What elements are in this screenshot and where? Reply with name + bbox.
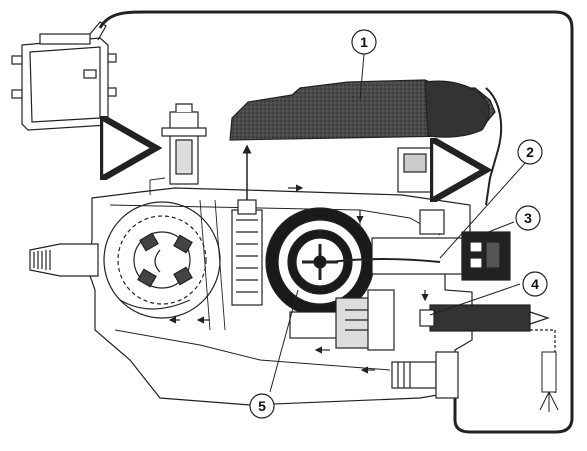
flow-arrows	[168, 184, 429, 374]
callout-3-circle	[515, 205, 541, 231]
callout-2: 2	[517, 139, 543, 165]
speed-sensor	[391, 351, 459, 399]
spray-nozzle-right	[539, 351, 559, 412]
control-valve	[289, 289, 395, 351]
wiring-harness	[98, 10, 574, 434]
callout-3-label: 3	[524, 210, 532, 226]
callout-2-circle	[517, 139, 543, 165]
callout-3: 3	[515, 205, 541, 231]
callout-5-circle	[249, 393, 275, 419]
actuator-solenoid	[229, 79, 496, 141]
callout-1-label: 1	[360, 34, 368, 50]
drive-shaft	[29, 243, 99, 277]
pump-housing	[87, 187, 473, 406]
injection-nozzle	[419, 304, 550, 332]
callout-5: 5	[249, 393, 275, 419]
callout-4: 4	[522, 271, 548, 297]
callout-1: 1	[351, 29, 377, 55]
callout-1-circle	[351, 29, 377, 55]
vane-pump	[103, 201, 221, 319]
timing-device	[231, 199, 263, 306]
control-unit	[11, 21, 117, 131]
callout-4-label: 4	[531, 276, 539, 292]
solenoid-valve-top	[397, 147, 460, 193]
callout-5-label: 5	[258, 398, 266, 414]
callout-4-circle	[522, 271, 548, 297]
leader-lines	[269, 53, 527, 393]
pressure-valve	[161, 103, 207, 185]
high-pressure-passage	[329, 209, 463, 275]
electrical-connector	[461, 231, 511, 281]
callout-2-label: 2	[526, 144, 534, 160]
